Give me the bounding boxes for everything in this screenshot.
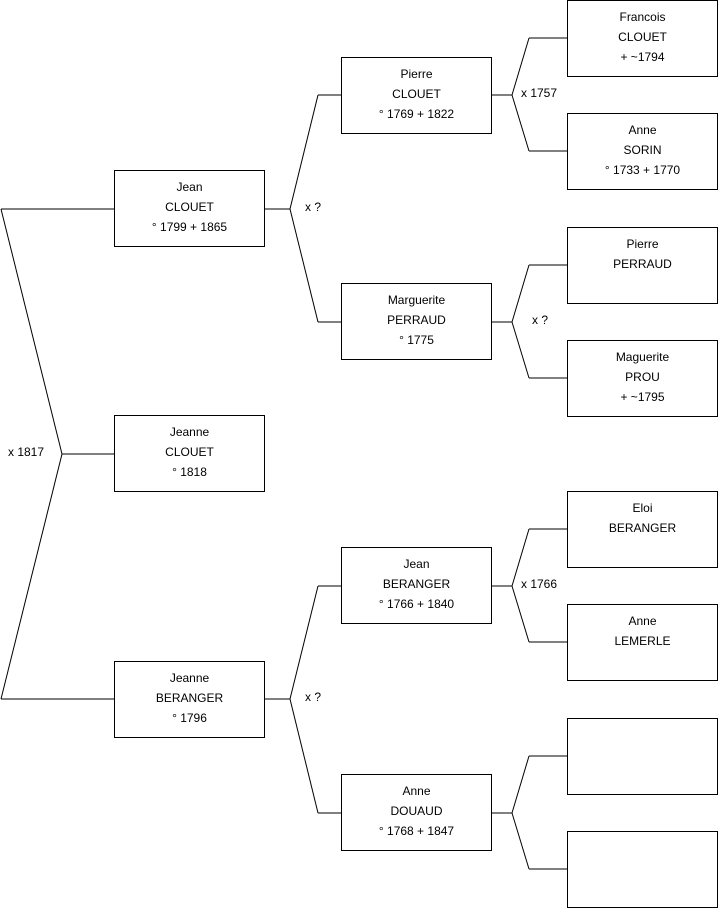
marriage-label: x ? (305, 200, 322, 214)
marriage-label: x ? (305, 690, 322, 704)
person-first-name: Pierre (626, 237, 659, 251)
person-first-name: Anne (628, 614, 657, 628)
person-surname: CLOUET (165, 200, 214, 214)
person-dates: ° 1769 + 1822 (378, 107, 455, 121)
person-box-empty (567, 831, 718, 908)
person-surname: CLOUET (392, 87, 441, 101)
person-surname: BERANGER (608, 521, 677, 535)
person-dates: ° 1799 + 1865 (151, 220, 228, 234)
person-box-jeanne-beranger: Jeanne BERANGER ° 1796 (114, 661, 265, 738)
person-box-jean-clouet: Jean CLOUET ° 1799 + 1865 (114, 170, 265, 247)
person-box-jeanne-clouet: Jeanne CLOUET ° 1818 (114, 415, 265, 492)
person-first-name: Maguerite (615, 350, 670, 364)
person-first-name: Anne (628, 123, 657, 137)
person-first-name: Jeanne (169, 425, 210, 439)
person-dates: + ~1795 (620, 390, 665, 404)
person-box-francois-clouet: Francois CLOUET + ~1794 (567, 0, 718, 77)
person-box-anne-lemerle: Anne LEMERLE (567, 604, 718, 681)
person-surname: CLOUET (165, 445, 214, 459)
person-first-name: Jean (403, 557, 430, 571)
person-surname: BERANGER (382, 577, 451, 591)
person-dates: ° 1818 (172, 465, 207, 479)
person-dates: ° 1768 + 1847 (378, 824, 455, 838)
person-dates: ° 1775 (399, 333, 434, 347)
person-first-name: Pierre (400, 67, 433, 81)
person-dates: ° 1733 + 1770 (604, 163, 681, 177)
person-surname: BERANGER (155, 691, 224, 705)
person-surname: CLOUET (618, 30, 667, 44)
person-box-pierre-clouet: Pierre CLOUET ° 1769 + 1822 (341, 57, 492, 134)
marriage-label: x ? (532, 313, 549, 327)
person-first-name: Marguerite (387, 293, 446, 307)
marriage-label: x 1757 (521, 86, 558, 100)
person-box-maguerite-prou: Maguerite PROU + ~1795 (567, 340, 718, 417)
marriage-label: x 1817 (8, 445, 45, 459)
person-box-anne-douaud: Anne DOUAUD ° 1768 + 1847 (341, 774, 492, 851)
person-dates: ° 1766 + 1840 (378, 597, 455, 611)
person-first-name: Eloi (632, 501, 653, 515)
person-surname: LEMERLE (614, 634, 671, 648)
person-first-name: Anne (402, 784, 431, 798)
person-surname: PERRAUD (613, 257, 672, 271)
person-box-pierre-perraud: Pierre PERRAUD (567, 227, 718, 304)
person-dates: + ~1794 (620, 50, 665, 64)
person-box-jean-beranger: Jean BERANGER ° 1766 + 1840 (341, 547, 492, 624)
person-surname: PROU (625, 370, 660, 384)
person-box-marguerite-perraud: Marguerite PERRAUD ° 1775 (341, 283, 492, 360)
person-dates: ° 1796 (172, 711, 207, 725)
person-first-name: Jean (176, 180, 203, 194)
person-surname: SORIN (623, 143, 662, 157)
person-surname: DOUAUD (390, 804, 443, 818)
person-box-empty (567, 718, 718, 795)
person-first-name: Jeanne (169, 671, 210, 685)
person-surname: PERRAUD (387, 313, 446, 327)
marriage-label: x 1766 (521, 577, 558, 591)
person-first-name: Francois (619, 10, 666, 24)
person-box-eloi-beranger: Eloi BERANGER (567, 491, 718, 568)
person-box-anne-sorin: Anne SORIN ° 1733 + 1770 (567, 113, 718, 190)
